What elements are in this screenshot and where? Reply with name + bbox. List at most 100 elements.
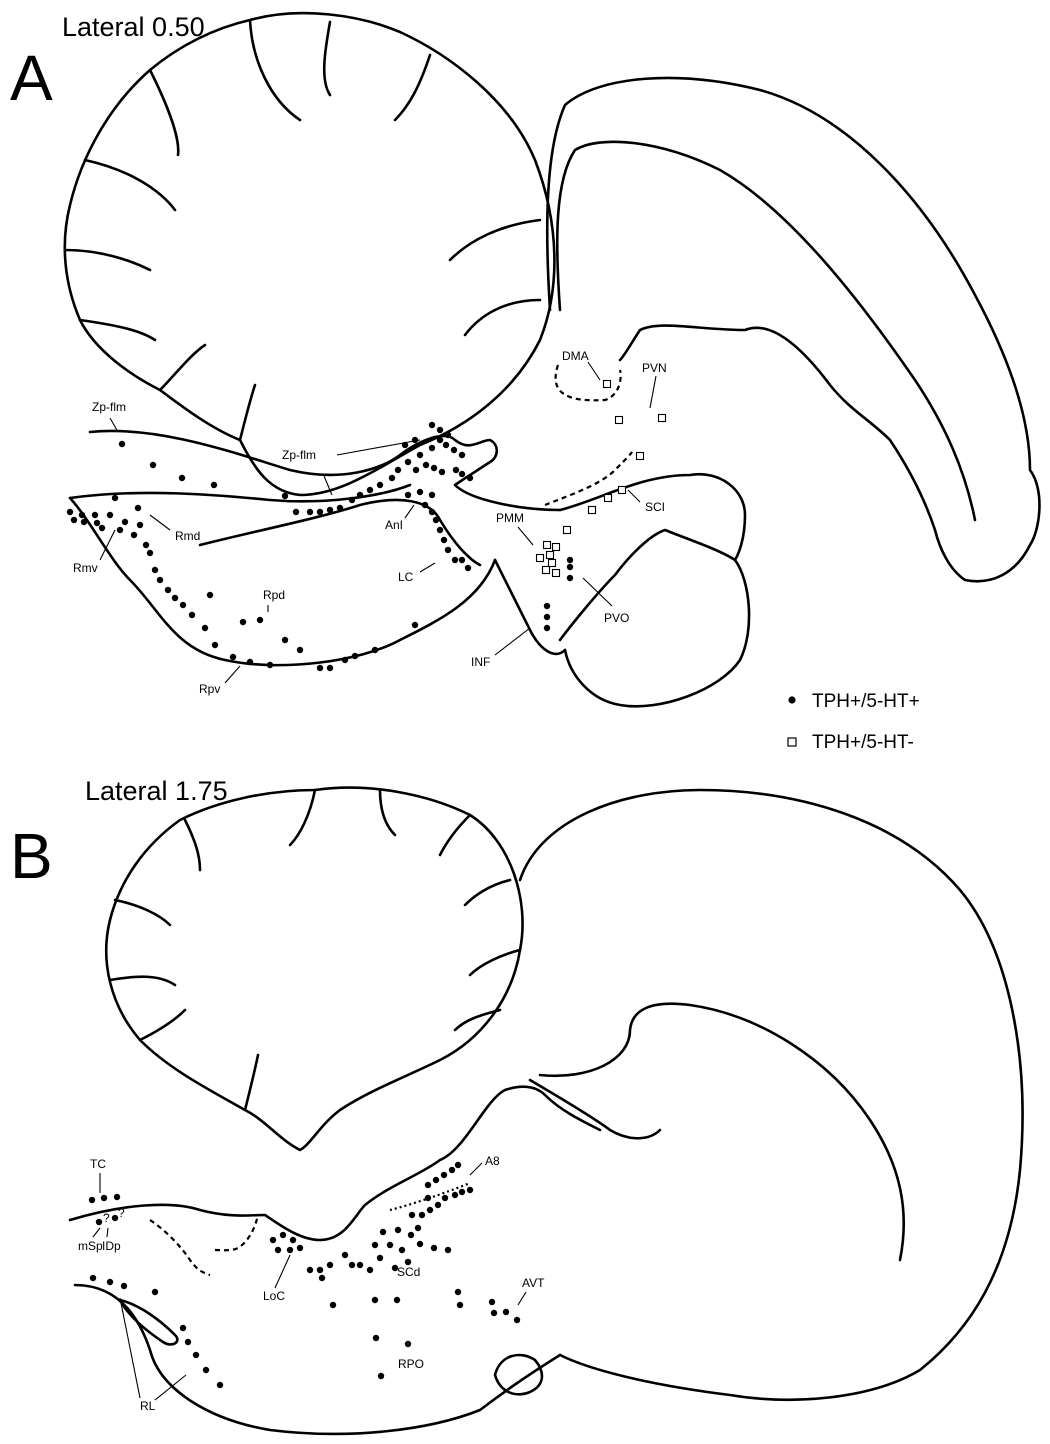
tph-5ht-positive-marker	[152, 567, 158, 573]
tph-5ht-positive-marker	[373, 1335, 379, 1341]
tph-5ht-positive-marker	[135, 505, 141, 511]
tph-5ht-positive-marker	[330, 1302, 336, 1308]
label-inf: INF	[471, 655, 490, 669]
tph-5ht-positive-marker	[211, 482, 217, 488]
tph-5ht-positive-marker	[119, 441, 125, 447]
tph-5ht-positive-marker	[389, 475, 395, 481]
label-avt: AVT	[522, 1276, 545, 1290]
tph-5ht-positive-marker	[467, 1187, 473, 1193]
tph-5ht-positive-marker	[282, 637, 288, 643]
tph-5ht-positive-marker	[437, 437, 443, 443]
tph-5ht-positive-marker	[352, 653, 358, 659]
tph-5ht-positive-marker	[405, 492, 411, 498]
tph-5ht-positive-marker	[349, 1262, 355, 1268]
panel-a-section-title: Lateral 0.50	[62, 12, 205, 42]
tph-5ht-positive-marker	[567, 564, 573, 570]
tph-5ht-positive-marker	[457, 1302, 463, 1308]
tph-5ht-positive-marker	[327, 665, 333, 671]
tph-5ht-positive-marker	[431, 465, 437, 471]
tph-5ht-positive-marker	[290, 1237, 296, 1243]
telencephalon-inner-b	[540, 1004, 904, 1260]
tph-5ht-positive-marker	[152, 1289, 158, 1295]
tph-5ht-negative-marker	[616, 417, 623, 424]
brainstem-dorsal-b	[70, 1087, 600, 1240]
tph-5ht-positive-marker	[112, 495, 118, 501]
optic-region-a	[565, 560, 749, 706]
label-pvn: PVN	[642, 361, 667, 375]
tph-5ht-positive-marker	[230, 654, 236, 660]
tph-5ht-negative-marker	[604, 381, 611, 388]
label-rmd: Rmd	[175, 529, 200, 543]
tph-5ht-positive-marker	[217, 1382, 223, 1388]
tph-5ht-positive-marker	[212, 642, 218, 648]
tph-5ht-positive-marker	[459, 557, 465, 563]
tph-5ht-positive-marker	[394, 1297, 400, 1303]
tph-5ht-positive-marker	[429, 509, 435, 515]
tph-5ht-positive-marker	[417, 1241, 423, 1247]
tph-5ht-positive-marker	[405, 459, 411, 465]
tph-5ht-positive-marker	[380, 1229, 386, 1235]
tph-5ht-positive-marker	[185, 1339, 191, 1345]
tph-5ht-positive-marker	[435, 1202, 441, 1208]
tph-5ht-positive-marker	[465, 565, 471, 571]
tph-5ht-negative-marker	[564, 527, 571, 534]
panel-a-letter: A	[10, 42, 53, 114]
label-loc: LoC	[263, 1289, 285, 1303]
tph-5ht-positive-marker	[442, 1195, 448, 1201]
tph-5ht-positive-marker	[408, 1232, 414, 1238]
tph-5ht-positive-marker	[317, 665, 323, 671]
tph-5ht-positive-marker	[459, 1189, 465, 1195]
label-q2: ?	[118, 1206, 125, 1220]
tph-5ht-positive-marker	[409, 1212, 415, 1218]
sci-boundary	[545, 452, 632, 505]
tph-5ht-positive-marker	[433, 517, 439, 523]
tph-5ht-positive-marker	[445, 1247, 451, 1253]
tph-5ht-positive-marker	[189, 612, 195, 618]
tph-5ht-positive-marker	[567, 557, 573, 563]
boundary-b-1	[150, 1220, 210, 1275]
telencephalon-a	[547, 78, 1039, 581]
label-zp-flm-1: Zp-flm	[92, 400, 126, 414]
tph-5ht-positive-marker	[427, 1207, 433, 1213]
tph-5ht-positive-marker	[297, 647, 303, 653]
tph-5ht-positive-marker	[92, 512, 98, 518]
tph-5ht-positive-marker	[422, 502, 428, 508]
tph-5ht-positive-marker	[455, 1289, 461, 1295]
tph-5ht-positive-marker	[180, 1325, 186, 1331]
label-anl: AnI	[385, 518, 403, 532]
tph-5ht-positive-marker	[441, 1172, 447, 1178]
tph-5ht-positive-marker	[349, 497, 355, 503]
tph-5ht-positive-marker	[287, 1247, 293, 1253]
tph-5ht-positive-marker	[544, 625, 550, 631]
legend-filled-dot-icon	[788, 696, 795, 703]
tph-5ht-positive-marker	[207, 592, 213, 598]
label-pmm: PMM	[496, 511, 524, 525]
tph-5ht-positive-marker	[405, 1341, 411, 1347]
label-sci: SCI	[645, 500, 665, 514]
tph-5ht-positive-marker	[415, 1225, 421, 1231]
boundary-b-2	[215, 1215, 258, 1250]
tph-5ht-positive-marker	[417, 489, 423, 495]
tph-5ht-positive-marker	[257, 617, 263, 623]
tph-5ht-positive-marker	[392, 1265, 398, 1271]
tph-5ht-positive-marker	[357, 1262, 363, 1268]
pons-b	[495, 1355, 542, 1394]
label-rl: RL	[140, 1399, 156, 1413]
tph-5ht-positive-marker	[337, 505, 343, 511]
tph-5ht-negative-marker	[637, 453, 644, 460]
tph-5ht-positive-marker	[489, 1299, 495, 1305]
labels-a: Zp-flm Zp-flm Rmd Rmv Rpd Rpv AnI LC DMA…	[73, 349, 667, 696]
tph-5ht-positive-marker	[71, 517, 77, 523]
tph-5ht-positive-marker	[357, 492, 363, 498]
tph-5ht-positive-marker	[514, 1317, 520, 1323]
tph-5ht-positive-marker	[437, 427, 443, 433]
tph-5ht-positive-marker	[443, 442, 449, 448]
panel-b: B Lateral 1.75	[10, 776, 1023, 1434]
tph-5ht-positive-marker	[413, 467, 419, 473]
tph-5ht-negative-marker	[553, 570, 560, 577]
tph-5ht-negative-marker	[549, 560, 556, 567]
tph-5ht-positive-marker	[423, 462, 429, 468]
label-rpo: RPO	[398, 1357, 424, 1371]
tph-5ht-positive-marker	[121, 1283, 127, 1289]
tph-5ht-negative-marker	[589, 507, 596, 514]
